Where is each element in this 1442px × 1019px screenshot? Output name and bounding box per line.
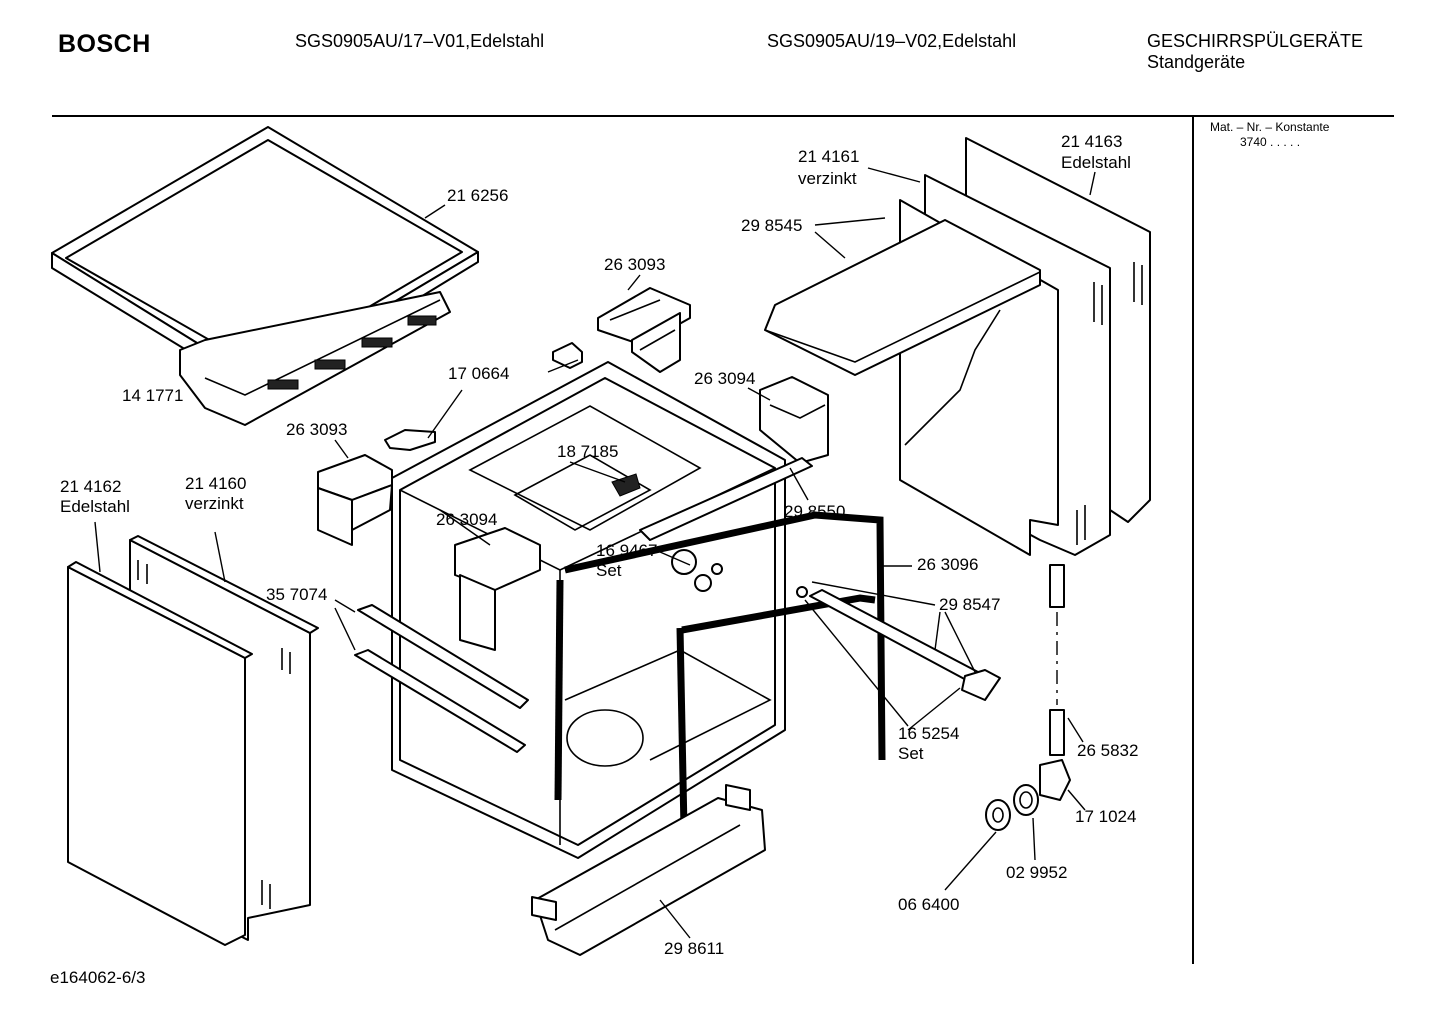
- side-panel-value: 3740 . . . . .: [1240, 135, 1301, 149]
- bracket-263094-right: [759, 376, 829, 464]
- part-label-214162-variant: Edelstahl: [60, 497, 130, 516]
- part-label-165254: 16 5254: [898, 724, 960, 743]
- part-label-214163-variant: Edelstahl: [1061, 153, 1131, 172]
- worktop-cover-part: [51, 126, 479, 396]
- top-plate-298545: [764, 219, 1041, 376]
- rail-298550: [639, 457, 813, 541]
- part-label-216256: 21 6256: [447, 186, 509, 205]
- part-label-214160-variant: verzinkt: [185, 494, 244, 513]
- part-label-029952: 02 9952: [1006, 863, 1068, 882]
- drain-hose-parts: [985, 564, 1071, 831]
- part-label-263094-right: 26 3094: [694, 369, 756, 388]
- part-label-298545: 29 8545: [741, 216, 803, 235]
- kickplate-298611: [531, 784, 766, 956]
- side-panel-header: Mat. – Nr. – Konstante: [1210, 120, 1330, 134]
- part-label-165254-set: Set: [898, 744, 924, 763]
- category-subtitle: Standgeräte: [1147, 52, 1246, 72]
- part-label-066400: 06 6400: [898, 895, 960, 914]
- part-label-171024: 17 1024: [1075, 807, 1137, 826]
- part-label-141771: 14 1771: [122, 386, 184, 405]
- model-label-2: SGS0905AU/19–V02,Edelstahl: [767, 31, 1017, 51]
- part-label-263093-left: 26 3093: [286, 420, 348, 439]
- part-label-214162: 21 4162: [60, 477, 122, 496]
- part-label-214160: 21 4160: [185, 474, 247, 493]
- part-label-169467-set: Set: [596, 561, 622, 580]
- part-label-298550: 29 8550: [784, 502, 846, 521]
- part-label-214161: 21 4161: [798, 147, 860, 166]
- bracket-263093-top: [597, 287, 691, 373]
- header-divider: [52, 115, 1394, 117]
- part-label-214163: 21 4163: [1061, 132, 1123, 151]
- side-panel-214162: [67, 561, 253, 946]
- side-panel-divider: [1192, 116, 1194, 964]
- part-label-357074: 35 7074: [266, 585, 328, 604]
- part-label-263096: 26 3096: [917, 555, 979, 574]
- part-label-214161-variant: verzinkt: [798, 169, 857, 188]
- part-label-169467: 16 9467: [596, 541, 658, 560]
- category-title: GESCHIRRSPÜLGERÄTE: [1147, 31, 1364, 51]
- drawing-id: e164062-6/3: [50, 968, 146, 987]
- leader-lines: [94, 167, 1096, 939]
- worktop-rail-part: [179, 291, 451, 426]
- part-label-263093-top: 26 3093: [604, 255, 666, 274]
- tub-body-part: [391, 361, 786, 859]
- bar-298547: [796, 586, 1001, 701]
- model-label-1: SGS0905AU/17–V01,Edelstahl: [295, 31, 545, 51]
- part-label-170664: 17 0664: [448, 364, 510, 383]
- part-label-298611: 29 8611: [664, 939, 725, 958]
- bracket-263093-left: [317, 454, 393, 546]
- part-label-263094-inner: 26 3094: [436, 510, 498, 529]
- rails-357074: [354, 604, 529, 753]
- bosch-logo: BOSCH: [58, 30, 151, 58]
- part-label-298547: 29 8547: [939, 595, 1001, 614]
- part-label-187185: 18 7185: [557, 442, 619, 461]
- part-label-265832: 26 5832: [1077, 741, 1139, 760]
